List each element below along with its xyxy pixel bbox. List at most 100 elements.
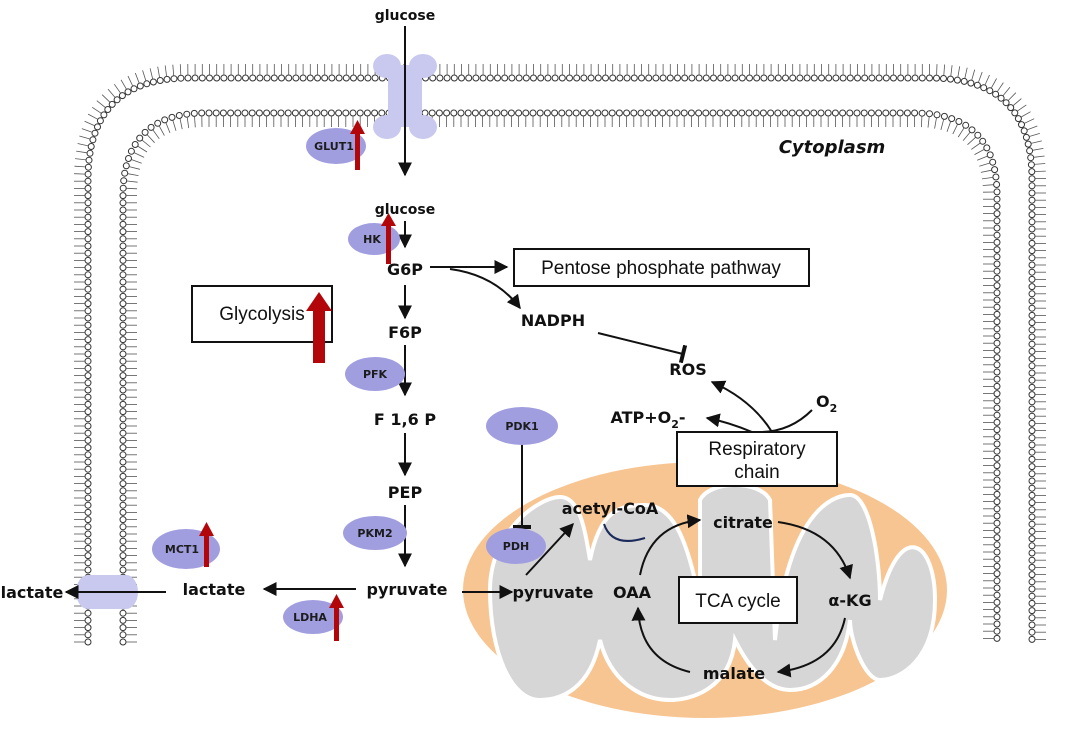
phospholipid-head <box>198 74 206 82</box>
phospholipid-head <box>84 242 92 250</box>
phospholipid-head <box>666 109 674 117</box>
phospholipid-tail <box>974 149 985 155</box>
phospholipid-head <box>284 109 292 117</box>
phospholipid-head <box>1028 506 1036 514</box>
phospholipid-head <box>1028 607 1036 615</box>
phospholipid-head <box>875 109 883 117</box>
phospholipid-head <box>84 177 92 185</box>
phospholipid-head <box>131 141 139 148</box>
phospholipid-head <box>1028 484 1036 492</box>
phospholipid-head <box>147 123 155 131</box>
phospholipid-head <box>119 508 127 516</box>
pdk1-label: PDK1 <box>505 420 538 433</box>
phospholipid-head <box>594 74 602 82</box>
phospholipid-head <box>1028 225 1036 233</box>
phospholipid-head <box>84 451 92 459</box>
phospholipid-head <box>84 163 92 171</box>
phospholipid-head <box>184 74 192 82</box>
phospholipid-tail <box>1016 104 1027 112</box>
phospholipid-head <box>205 109 213 117</box>
phospholipid-tail <box>113 83 121 94</box>
phospholipid-head <box>84 264 92 272</box>
phospholipid-head <box>831 109 839 117</box>
acetyl-coa-link <box>603 523 646 542</box>
phospholipid-head <box>1028 340 1036 348</box>
hk-label: HK <box>363 233 381 246</box>
phospholipid-head <box>255 109 263 117</box>
phospholipid-tail <box>946 121 952 132</box>
phospholipid-head <box>1028 247 1036 255</box>
phospholipid-head <box>242 74 249 82</box>
phospholipid-head <box>918 109 926 117</box>
phospholipid-head <box>1028 362 1036 370</box>
phospholipid-tail <box>940 119 945 131</box>
enzyme-pdk1 <box>486 407 558 445</box>
phospholipid-head <box>119 429 127 437</box>
phospholipid-head <box>84 307 92 315</box>
phospholipid-head <box>993 606 1001 614</box>
phospholipid-head <box>968 126 976 134</box>
phospholipid-head <box>986 151 994 159</box>
phospholipid-head <box>882 74 890 82</box>
phospholipid-head <box>993 202 1001 210</box>
phospholipid-head <box>993 483 1001 491</box>
phospholipid-head <box>993 361 1001 369</box>
phospholipid-tail <box>74 165 86 168</box>
phospholipid-tail <box>1024 118 1035 124</box>
phospholipid-head <box>349 109 357 117</box>
red-up-arrow-icon <box>350 120 365 170</box>
phospholipid-head <box>558 74 566 82</box>
phospholipid-tail <box>1034 163 1046 165</box>
phospholipid-head <box>291 109 299 117</box>
phospholipid-head <box>723 109 731 117</box>
nadph-label: NADPH <box>521 311 585 330</box>
phospholipid-head <box>536 109 544 117</box>
oaa-label: OAA <box>613 583 652 602</box>
phospholipid-head <box>1028 283 1036 291</box>
phospholipid-head <box>84 465 92 473</box>
phospholipid-head <box>602 74 609 82</box>
phospholipid-head <box>119 609 127 617</box>
pyruvate-cytoplasm-label: pyruvate <box>367 580 448 599</box>
phospholipid-tail <box>172 120 177 131</box>
phospholipid-head <box>1028 369 1036 377</box>
phospholipid-tail <box>1020 111 1031 118</box>
phospholipid-head <box>1028 319 1036 327</box>
phospholipid-head <box>84 444 92 452</box>
phospholipid-head <box>903 109 911 117</box>
phospholipid-head <box>767 109 775 117</box>
phospholipid-head <box>1020 127 1028 135</box>
phospholipid-head <box>630 74 638 82</box>
phospholipid-head <box>306 109 314 117</box>
phospholipid-head <box>853 109 861 117</box>
phospholipid-head <box>119 559 127 567</box>
lactate-inside-label: lactate <box>183 580 246 599</box>
phospholipid-head <box>84 530 92 538</box>
phospholipid-head <box>84 343 92 351</box>
phospholipid-head <box>993 332 1001 340</box>
phospholipid-head <box>993 570 1001 578</box>
phospholipid-head <box>119 480 127 488</box>
phospholipid-head <box>1028 333 1036 341</box>
phospholipid-head <box>839 74 847 82</box>
phospholipid-head <box>695 109 703 117</box>
enzyme-ldha <box>283 600 343 634</box>
phospholipid-head <box>993 375 1001 383</box>
phospholipid-tail <box>927 116 930 128</box>
enzyme-mct1 <box>152 529 220 569</box>
phospholipid-head <box>119 372 127 380</box>
phospholipid-head <box>989 158 997 166</box>
phospholipid-head <box>136 82 144 90</box>
phospholipid-head <box>962 121 970 129</box>
phospholipid-head <box>270 74 278 82</box>
phospholipid-head <box>926 74 933 82</box>
phospholipid-head <box>119 566 127 574</box>
phospholipid-tail <box>152 129 160 140</box>
phospholipid-head <box>993 253 1001 261</box>
o2-to-resp <box>759 409 813 433</box>
phospholipid-tail <box>179 118 183 130</box>
phospholipid-head <box>993 267 1001 275</box>
phospholipid-head <box>450 109 458 117</box>
phospholipid-head <box>673 109 681 117</box>
phospholipid-head <box>118 92 126 100</box>
